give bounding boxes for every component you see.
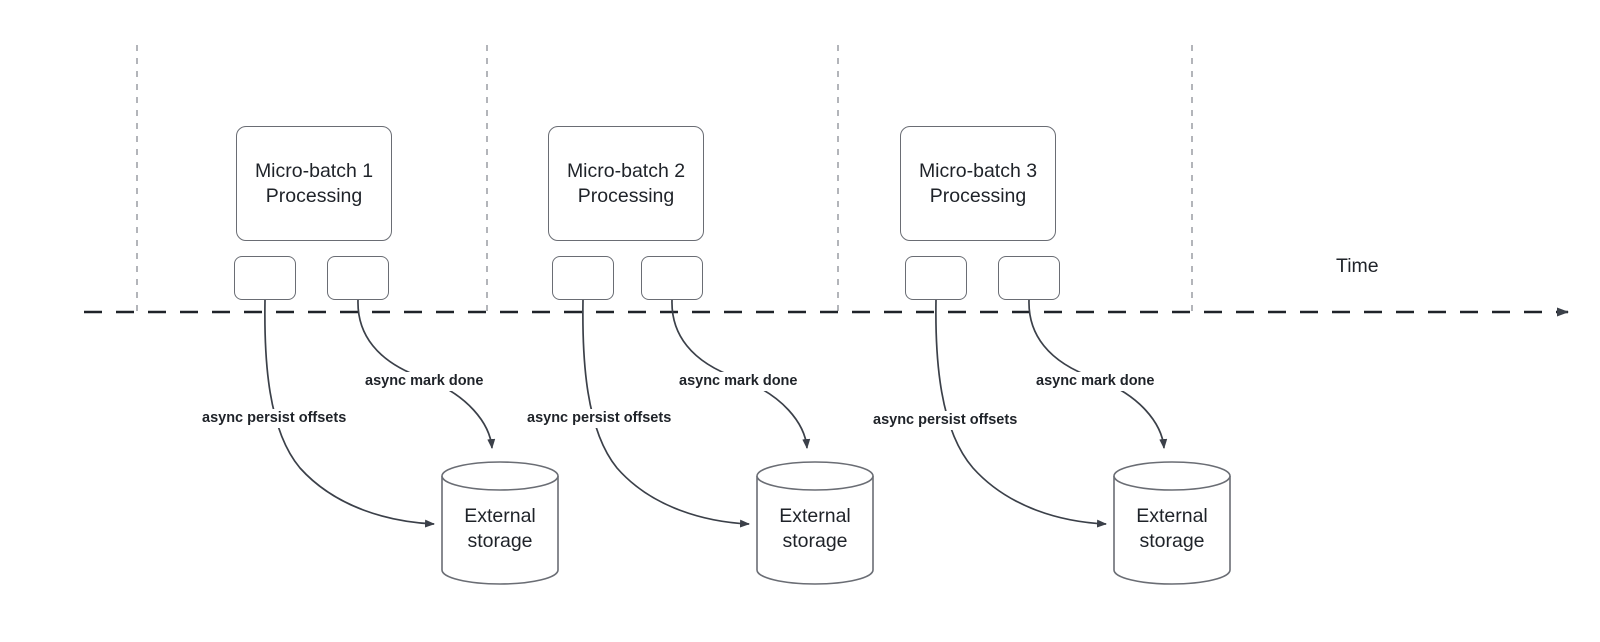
group-1-label-async-persist-offsets: async persist offsets bbox=[199, 409, 350, 428]
group-3-mini-box-mark[interactable] bbox=[998, 256, 1060, 300]
group-3-mini-box-persist[interactable] bbox=[905, 256, 967, 300]
time-axis-label: Time bbox=[1336, 255, 1379, 277]
edge-persist-offsets-2 bbox=[582, 299, 750, 528]
group-2-label-async-mark-done: async mark done bbox=[676, 372, 801, 391]
group-1-mini-box-mark[interactable] bbox=[327, 256, 389, 300]
edge-persist-offsets-1 bbox=[264, 299, 435, 528]
micro-batch-3-box[interactable]: Micro-batch 3 Processing bbox=[900, 126, 1056, 241]
group-2-mini-box-mark[interactable] bbox=[641, 256, 703, 300]
group-3-label-async-persist-offsets: async persist offsets bbox=[870, 411, 1021, 430]
group-2-label-async-persist-offsets: async persist offsets bbox=[524, 409, 675, 428]
micro-batch-2-label: Micro-batch 2 Processing bbox=[566, 159, 686, 207]
micro-batch-1-box[interactable]: Micro-batch 1 Processing bbox=[236, 126, 392, 241]
micro-batch-3-label: Micro-batch 3 Processing bbox=[918, 159, 1038, 207]
group-3-label-async-mark-done: async mark done bbox=[1033, 372, 1158, 391]
storage-cylinder-3 bbox=[1113, 461, 1231, 585]
tick-lines bbox=[136, 45, 1193, 312]
group-2-mini-box-persist[interactable] bbox=[552, 256, 614, 300]
storage-cylinder-2 bbox=[756, 461, 874, 585]
storage-cylinder-1 bbox=[441, 461, 559, 585]
micro-batch-2-box[interactable]: Micro-batch 2 Processing bbox=[548, 126, 704, 241]
group-1-mini-box-persist[interactable] bbox=[234, 256, 296, 300]
group-1-label-async-mark-done: async mark done bbox=[362, 372, 487, 391]
edge-persist-offsets-3 bbox=[935, 299, 1107, 528]
micro-batch-1-label: Micro-batch 1 Processing bbox=[254, 159, 374, 207]
